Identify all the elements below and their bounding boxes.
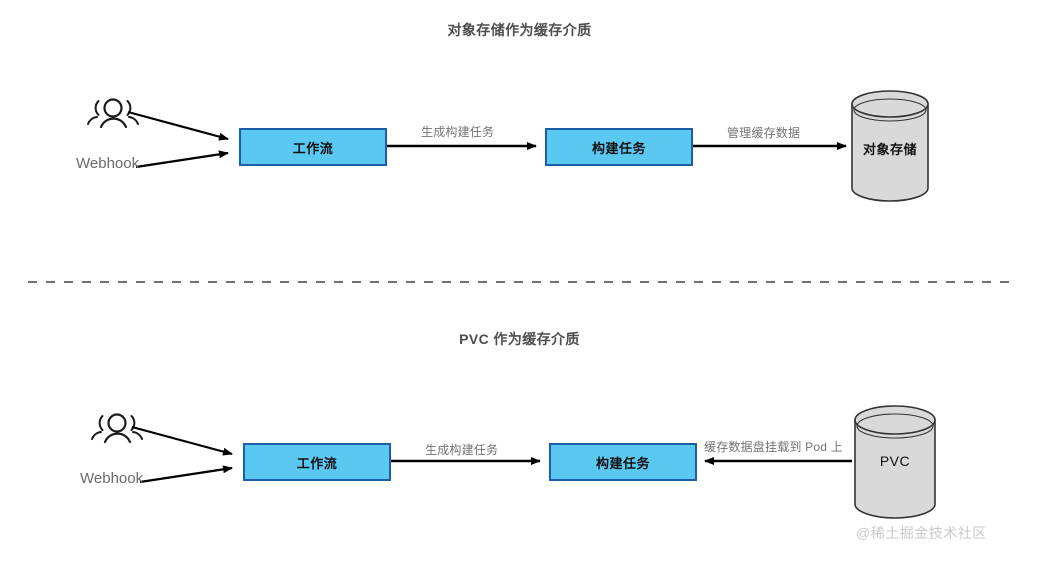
edge-actor-to-workflow-2 [131, 425, 233, 456]
section-title-1: 对象存储作为缓存介质 [447, 22, 592, 38]
object-storage-cylinder [851, 90, 929, 202]
store-label-pvc: PVC [879, 453, 911, 469]
pvc-cylinder [854, 405, 936, 519]
edge-label-manage-cache-data: 管理缓存数据 [727, 126, 801, 140]
edge-label-mount-cache-disk: 缓存数据盘挂载到 Pod 上 [704, 440, 843, 454]
actor-label-webhook-2: Webhook [80, 470, 144, 487]
users-group-icon [91, 413, 143, 444]
store-label-object-storage: 对象存储 [862, 142, 917, 157]
edge-webhook-to-workflow-2 [139, 465, 233, 484]
edge-webhook-to-workflow-1 [135, 150, 229, 169]
edge-actor-to-workflow-1 [127, 110, 229, 141]
edge-label-generate-build-task-1: 生成构建任务 [421, 125, 495, 139]
users-group-icon [87, 98, 139, 129]
node-workflow-1[interactable]: 工作流 [239, 128, 387, 166]
node-build-task-1[interactable]: 构建任务 [545, 128, 693, 166]
actor-label-webhook-1: Webhook [76, 155, 140, 172]
node-build-task-2[interactable]: 构建任务 [549, 443, 697, 481]
edge-label-generate-build-task-2: 生成构建任务 [425, 443, 499, 457]
node-workflow-2[interactable]: 工作流 [243, 443, 391, 481]
section-title-2: PVC 作为缓存介质 [459, 331, 580, 347]
watermark: @稀土掘金技术社区 [856, 525, 987, 541]
